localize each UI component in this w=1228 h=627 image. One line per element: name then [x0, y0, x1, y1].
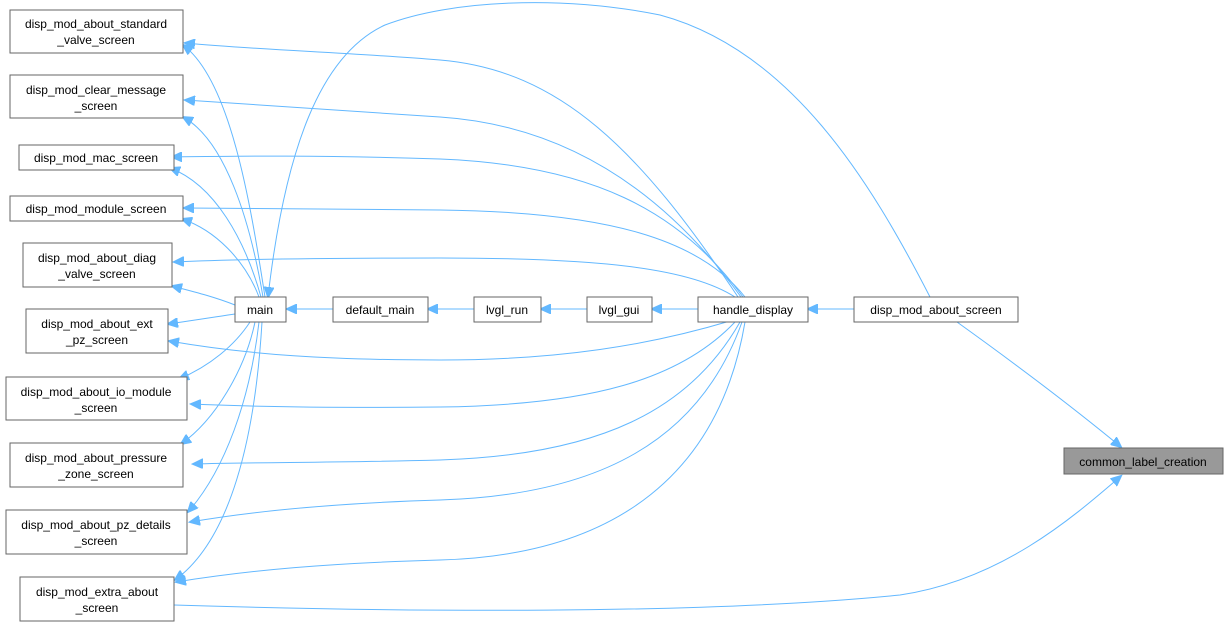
node-label-line-2: _valve_screen — [57, 267, 135, 281]
node-label-line-2: _zone_screen — [57, 467, 133, 481]
node-label-line-2: _screen — [74, 534, 118, 548]
edge-main-mac — [170, 168, 262, 298]
node-label: default_main — [346, 303, 415, 317]
node-disp-mod-about-io-module-screen[interactable]: disp_mod_about_io_module _screen — [5, 376, 188, 421]
edge-main-module — [182, 219, 260, 298]
edge-about-screen-main — [268, 2, 931, 297]
node-disp-mod-about-pressure-zone-screen[interactable]: disp_mod_about_pressure _zone_screen — [9, 442, 184, 488]
node-label-line-2: _screen — [74, 99, 118, 113]
node-lvgl-gui[interactable]: lvgl_gui — [586, 296, 653, 323]
node-lvgl-run[interactable]: lvgl_run — [473, 296, 542, 323]
node-label-line-1: disp_mod_about_diag — [38, 251, 156, 265]
edges — [168, 2, 1121, 611]
node-label-line-2: _pz_screen — [65, 333, 128, 347]
edge-hd-io — [191, 321, 736, 407]
node-label-line-2: _screen — [75, 601, 119, 615]
edge-hd-standard — [185, 43, 739, 298]
nodes: disp_mod_about_standard _valve_screen di… — [5, 9, 1224, 622]
edge-hd-mac — [172, 156, 744, 298]
node-handle-display[interactable]: handle_display — [697, 296, 809, 323]
node-disp-mod-module-screen[interactable]: disp_mod_module_screen — [9, 195, 184, 222]
node-main[interactable]: main — [234, 296, 287, 323]
edge-hd-extra — [176, 321, 746, 582]
node-disp-mod-mac-screen[interactable]: disp_mod_mac_screen — [18, 144, 175, 171]
node-label: lvgl_run — [486, 303, 528, 317]
node-label-line-2: _screen — [74, 401, 118, 415]
node-label-line-1: disp_mod_about_standard — [25, 17, 167, 31]
node-disp-mod-about-standard-valve-screen[interactable]: disp_mod_about_standard _valve_screen — [9, 9, 184, 54]
node-disp-mod-about-screen[interactable]: disp_mod_about_screen — [853, 296, 1019, 323]
node-common-label-creation[interactable]: common_label_creation — [1063, 447, 1224, 475]
node-disp-mod-extra-about-screen[interactable]: disp_mod_extra_about _screen — [19, 576, 175, 622]
edge-hd-pz-details — [190, 321, 743, 522]
edge-main-ext — [168, 313, 236, 324]
edge-main-clear-message — [183, 117, 264, 298]
node-label-line-1: disp_mod_about_pz_details — [21, 518, 170, 532]
node-disp-mod-about-diag-valve-screen[interactable]: disp_mod_about_diag _valve_screen — [22, 242, 173, 288]
edge-hd-clear-message — [185, 100, 742, 298]
edge-extra-common — [173, 476, 1121, 611]
edge-main-pressure — [181, 321, 256, 444]
node-label: disp_mod_about_screen — [870, 303, 1001, 317]
node-label: common_label_creation — [1079, 455, 1206, 469]
node-label-line-1: disp_mod_clear_message — [26, 83, 166, 97]
edge-main-diag — [172, 286, 236, 306]
edge-main-io — [179, 321, 251, 379]
edge-hd-ext — [169, 320, 731, 361]
node-label: disp_mod_module_screen — [26, 202, 167, 216]
node-label-line-2: _valve_screen — [56, 33, 134, 47]
node-label: handle_display — [713, 303, 793, 317]
node-default-main[interactable]: default_main — [332, 296, 429, 323]
edge-main-extra — [175, 321, 263, 580]
edge-main-pz-details — [188, 321, 260, 512]
node-label-line-1: disp_mod_about_io_module — [21, 385, 172, 399]
node-disp-mod-about-ext-pz-screen[interactable]: disp_mod_about_ext _pz_screen — [25, 308, 169, 354]
node-disp-mod-clear-message-screen[interactable]: disp_mod_clear_message _screen — [9, 74, 184, 119]
node-label-line-1: disp_mod_about_pressure — [25, 451, 167, 465]
node-label-line-1: disp_mod_extra_about — [36, 585, 159, 599]
node-label-line-1: disp_mod_about_ext — [41, 317, 153, 331]
node-label: main — [247, 303, 273, 317]
node-disp-mod-about-pz-details-screen[interactable]: disp_mod_about_pz_details _screen — [5, 509, 188, 555]
edge-hd-module — [184, 208, 746, 298]
edge-hd-diag — [174, 258, 736, 298]
edge-about-screen-common — [956, 321, 1121, 447]
edge-hd-pressure — [193, 321, 741, 464]
node-label: disp_mod_mac_screen — [34, 151, 158, 165]
node-label: lvgl_gui — [599, 303, 640, 317]
